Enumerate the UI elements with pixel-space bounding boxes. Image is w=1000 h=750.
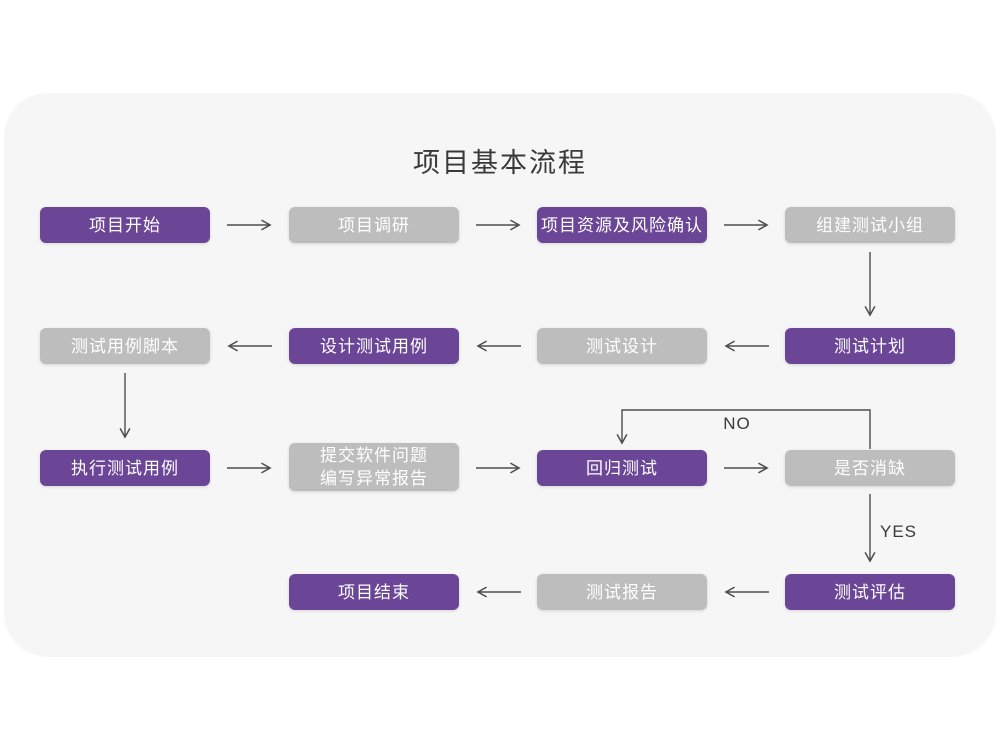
node-label: 测试计划 xyxy=(834,336,906,356)
flow-node-project-research: 项目调研 xyxy=(289,207,459,243)
flow-node-project-end: 项目结束 xyxy=(289,574,459,610)
flow-node-test-plan: 测试计划 xyxy=(785,328,955,364)
node-label: 是否消缺 xyxy=(834,458,906,478)
node-label: 回归测试 xyxy=(586,458,658,478)
flow-node-regression-test: 回归测试 xyxy=(537,450,707,486)
flow-node-submit-issues-report: 提交软件问题 编写异常报告 xyxy=(289,443,459,491)
node-label: 测试用例脚本 xyxy=(71,336,179,356)
node-label: 项目资源及风险确认 xyxy=(541,215,703,235)
flow-node-test-design: 测试设计 xyxy=(537,328,707,364)
flowchart-card xyxy=(4,93,996,657)
node-label: 提交软件问题 编写异常报告 xyxy=(320,446,428,488)
node-label: 项目结束 xyxy=(338,582,410,602)
node-label: 组建测试小组 xyxy=(816,215,924,235)
flow-node-test-report: 测试报告 xyxy=(537,574,707,610)
edge-label-yes: YES xyxy=(880,522,918,541)
node-label: 测试评估 xyxy=(834,582,906,602)
flow-node-resources-risk-confirm: 项目资源及风险确认 xyxy=(537,207,707,243)
edge-label-no: NO xyxy=(723,414,751,433)
flow-node-build-test-team: 组建测试小组 xyxy=(785,207,955,243)
node-label: 项目调研 xyxy=(338,215,410,235)
flow-node-test-evaluation: 测试评估 xyxy=(785,574,955,610)
flow-node-defect-resolved: 是否消缺 xyxy=(785,450,955,486)
node-label: 项目开始 xyxy=(89,215,161,235)
flow-node-design-test-cases: 设计测试用例 xyxy=(289,328,459,364)
flow-node-execute-test-cases: 执行测试用例 xyxy=(40,450,210,486)
node-label: 测试报告 xyxy=(586,582,658,602)
node-label: 设计测试用例 xyxy=(320,336,428,356)
node-label: 执行测试用例 xyxy=(71,458,179,478)
node-label: 测试设计 xyxy=(586,336,658,356)
flow-node-test-case-script: 测试用例脚本 xyxy=(40,328,210,364)
page-title: 项目基本流程 xyxy=(413,148,587,178)
flow-node-project-start: 项目开始 xyxy=(40,207,210,243)
